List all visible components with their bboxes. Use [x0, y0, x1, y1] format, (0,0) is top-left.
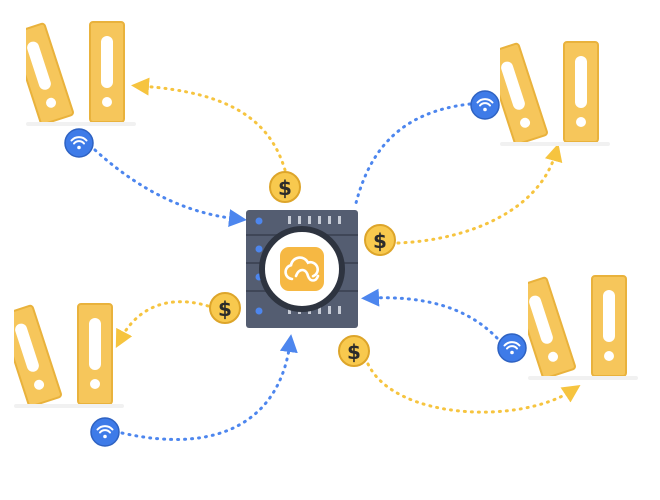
coin-bottom-right: $: [338, 335, 370, 367]
coin-label: $: [278, 176, 292, 200]
binder-folders-icon-top-right: [500, 41, 610, 147]
payment-arrow-top-right: [396, 143, 563, 245]
network-arrow-top-left: [93, 148, 247, 228]
coin-top-right: $: [364, 224, 396, 256]
coin-label: $: [373, 229, 387, 253]
binder-folders-icon-bottom-right: [528, 275, 638, 381]
coin-label: $: [347, 340, 361, 364]
network-arrow-top-right: [354, 102, 472, 205]
network-arrow-bottom-right: [361, 288, 499, 340]
binder-folders-icon-bottom-left: [14, 303, 124, 409]
coin-top-left: $: [269, 171, 301, 203]
wifi-icon-bottom-left: [90, 417, 120, 447]
wifi-icon-top-left: [64, 128, 94, 158]
wifi-icon-bottom-right: [497, 333, 527, 363]
cloud-sync-icon: [280, 247, 324, 291]
network-arrow-bottom-left: [120, 334, 298, 441]
coin-label: $: [218, 297, 232, 321]
wifi-icon-top-right: [470, 90, 500, 120]
coin-bottom-left: $: [209, 292, 241, 324]
payment-arrow-top-left: [131, 77, 287, 172]
binder-folders-icon-top-left: [26, 21, 136, 127]
payment-arrow-bottom-left: [115, 300, 210, 348]
